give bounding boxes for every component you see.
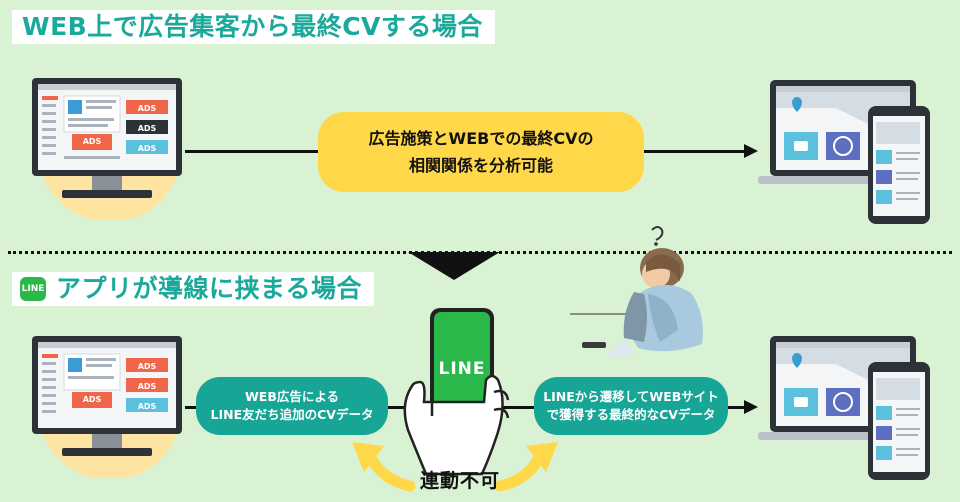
ad-banner-label: ADS (137, 362, 157, 371)
arrow-head-icon (744, 400, 758, 414)
phone-line-label: LINE (438, 359, 486, 379)
ad-banner-label: ADS (82, 137, 102, 146)
arrow-head-icon (744, 144, 758, 158)
section1-title: WEB上で広告集客から最終CVする場合 (12, 10, 495, 44)
line-app-icon: LINE (20, 277, 46, 301)
ad-banner-label: ADS (137, 124, 157, 133)
no-link-label: 連動不可 (419, 470, 500, 492)
final-cv-box: LINEから遷移してWEBサイト で獲得する最終的なCVデータ (534, 377, 728, 435)
ad-desktop-icon (32, 336, 182, 478)
friend-add-text-line1: WEB広告による (245, 389, 339, 404)
down-triangle-icon (408, 252, 500, 280)
ad-banner-label: ADS (137, 104, 157, 113)
final-cv-text-line1: LINEから遷移してWEBサイト (543, 389, 719, 404)
ad-banner-label: ADS (137, 144, 157, 153)
final-cv-text-line2: で獲得する最終的なCVデータ (546, 407, 716, 422)
ad-banner-label: ADS (137, 382, 157, 391)
ad-banner-label: ADS (137, 402, 157, 411)
analysis-text-line2: 相関関係を分析可能 (408, 156, 553, 175)
analysis-possible-box: 広告施策とWEBでの最終CVの 相関関係を分析可能 (318, 112, 644, 192)
hand-phone-icon (403, 308, 510, 476)
analysis-text-line1: 広告施策とWEBでの最終CVの (368, 129, 594, 148)
ad-banner-label: ADS (82, 395, 102, 404)
section2-title: アプリが導線に挟まる場合 (12, 272, 375, 306)
confused-person-icon (570, 226, 703, 358)
friend-add-text-line2: LINE友だち追加のCVデータ (210, 407, 374, 422)
ad-desktop-icon (32, 78, 182, 220)
website-devices-icon (758, 336, 930, 480)
disconnected-arrows-icon (352, 442, 558, 492)
website-devices-icon (758, 80, 930, 224)
friend-add-cv-box: WEB広告による LINE友だち追加のCVデータ (196, 377, 388, 435)
